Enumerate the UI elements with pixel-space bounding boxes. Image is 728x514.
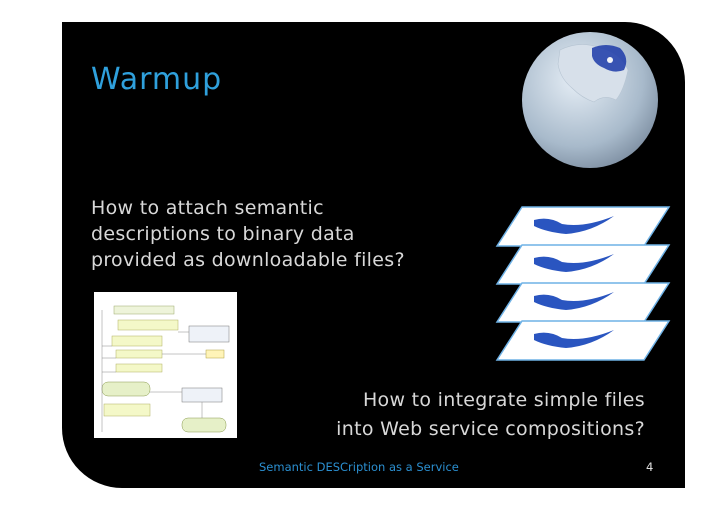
diagram-connectors [101, 310, 206, 432]
question-2-line-1: How to integrate simple files [362, 389, 645, 411]
diagram-box [115, 363, 163, 373]
question-1-line-2: descriptions to binary data [91, 223, 355, 245]
diagram-box [117, 319, 179, 331]
diagram-box [115, 349, 163, 359]
stacked-map-layers-image [495, 206, 671, 361]
footer-text: Semantic DESCription as a Service [259, 460, 459, 474]
diagram-box [103, 403, 151, 417]
question-2: How to integrate simple files into Web s… [240, 386, 645, 444]
globe-image [522, 32, 658, 168]
diagram-box [181, 417, 227, 433]
question-1-line-1: How to attach semantic [91, 197, 324, 219]
question-1: How to attach semantic descriptions to b… [91, 195, 491, 273]
map-layer [495, 282, 671, 323]
diagram-box [181, 387, 223, 403]
diagram-box [113, 305, 175, 315]
map-layer [495, 206, 671, 247]
question-1-line-3: provided as downloadable files? [91, 249, 405, 271]
diagram-box [111, 335, 163, 347]
region-spot [607, 57, 613, 63]
diagram-box [188, 325, 230, 343]
page-number: 4 [646, 460, 654, 474]
diagram-box [101, 381, 151, 397]
map-layer [495, 244, 671, 285]
slide: Warmup How to attach semantic descriptio… [62, 22, 685, 488]
slide-title: Warmup [91, 62, 223, 97]
map-layer [495, 320, 671, 361]
diagram-box [205, 349, 225, 359]
question-2-line-2: into Web service compositions? [336, 418, 645, 440]
workflow-diagram-image [94, 292, 237, 438]
